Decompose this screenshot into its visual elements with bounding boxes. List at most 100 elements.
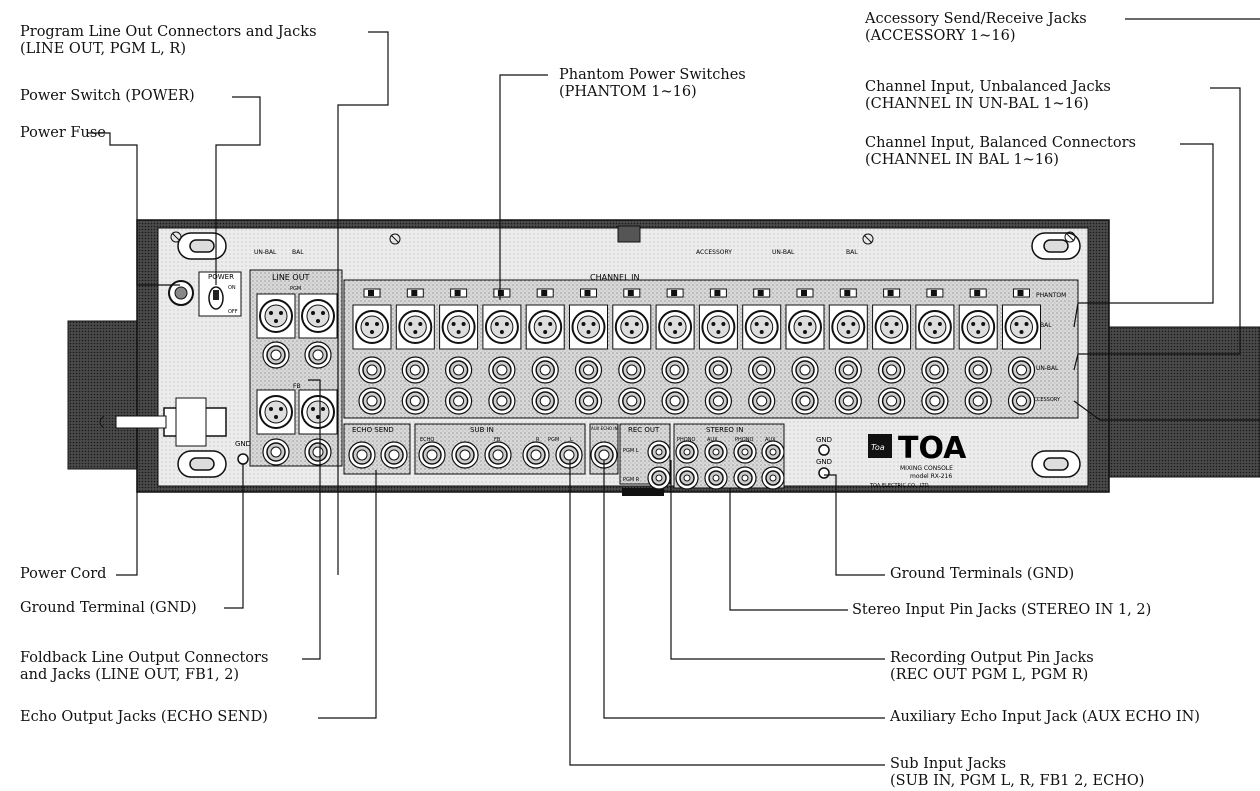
accessory-jack[interactable] [921,387,949,415]
channel-bal-connector[interactable] [569,304,608,350]
channel-unbal-jack[interactable] [877,356,906,384]
sub-in-jack[interactable] [418,441,446,469]
phantom-switch[interactable] [796,288,814,298]
accessory-jack[interactable] [704,387,733,415]
power-label: POWER [208,273,234,281]
channel-bal-connector[interactable] [612,304,652,350]
stereo-in-jack[interactable] [675,440,699,464]
channel-unbal-jack[interactable] [574,356,603,384]
channel-unbal-jack[interactable] [704,356,733,384]
channel-bal-connector[interactable] [828,304,868,350]
stereo-in-jack[interactable] [761,466,785,490]
callout-phantom-sub: (PHANTOM 1~16) [559,84,697,100]
stereo-in-jack[interactable] [733,466,757,490]
accessory-jack[interactable] [401,387,429,415]
phantom-switch[interactable] [969,288,987,298]
accessory-jack[interactable] [877,387,906,415]
echo-send-jack[interactable] [348,441,376,469]
channel-bal-connector[interactable] [742,304,782,350]
channel-bal-connector[interactable] [785,304,825,350]
stereo-in-jack[interactable] [733,440,757,464]
line-out-fb1-jack[interactable] [262,438,290,466]
channel-unbal-jack[interactable] [445,356,473,384]
accessory-jack[interactable] [834,387,862,415]
channel-bal-connector[interactable] [352,304,392,350]
aux-echo-in-jack[interactable] [590,441,618,469]
stereo-in-jack[interactable] [704,440,728,464]
product-name: MIXING CONSOLE [900,465,953,472]
accessory-jack[interactable] [574,387,603,415]
sub-in-jack[interactable] [555,441,583,469]
channel-bal-connector[interactable] [482,304,522,350]
gnd-label-left: GND [235,440,251,448]
channel-unbal-jack[interactable] [1007,356,1036,384]
channel-unbal-jack[interactable] [661,356,689,384]
accessory-jack[interactable] [618,387,646,415]
accessory-jack[interactable] [488,387,516,415]
channel-bal-connector[interactable] [655,304,695,350]
channel-unbal-jack[interactable] [921,356,949,384]
sub-in-jack[interactable] [451,441,479,469]
phantom-switch[interactable] [450,288,468,298]
channel-bal-connector[interactable] [1002,304,1041,350]
stereo-in-jack[interactable] [761,440,785,464]
callout-rec-out: Recording Output Pin Jacks (REC OUT PGM … [890,650,1094,684]
callout-aux-echo-title: Auxiliary Echo Input Jack (AUX ECHO IN) [890,709,1200,725]
channel-unbal-jack[interactable] [834,356,862,384]
power-switch[interactable] [208,286,224,310]
channel-bal-connector[interactable] [395,304,435,350]
accessory-jack[interactable] [791,387,819,415]
phantom-switch[interactable] [1013,288,1030,298]
phantom-switch[interactable] [536,288,554,298]
accessory-jack[interactable] [661,387,689,415]
channel-bal-connector[interactable] [525,304,565,350]
accessory-jack[interactable] [748,387,776,415]
phantom-switch[interactable] [623,288,641,298]
power-fuse-holder[interactable] [168,280,194,306]
accessory-jack[interactable] [358,387,386,415]
channel-unbal-jack[interactable] [791,356,819,384]
stereo-in-jack[interactable] [675,466,699,490]
sub-in-jack[interactable] [484,441,512,469]
phantom-switch[interactable] [839,288,857,298]
accessory-jack[interactable] [1007,387,1036,415]
phantom-switch[interactable] [926,288,944,298]
stereo-phono-2: PHONO [735,437,753,443]
channel-unbal-jack[interactable] [358,356,386,384]
phantom-switch[interactable] [666,288,684,298]
phantom-switch[interactable] [753,288,771,298]
channel-bal-connector[interactable] [958,304,998,350]
channel-bal-connector[interactable] [698,304,738,350]
rec-out-pgm-l-jack[interactable] [647,440,671,464]
line-out-pgm-r-connector[interactable] [298,293,338,339]
channel-unbal-jack[interactable] [401,356,429,384]
stereo-in-jack[interactable] [704,466,728,490]
channel-unbal-jack[interactable] [748,356,776,384]
accessory-jack[interactable] [964,387,992,415]
line-out-fb2-jack[interactable] [304,438,332,466]
phantom-switch[interactable] [493,288,511,298]
sub-in-jack[interactable] [522,441,550,469]
channel-unbal-jack[interactable] [531,356,559,384]
accessory-jack[interactable] [445,387,473,415]
line-out-pgm-l-connector[interactable] [256,293,296,339]
channel-bal-connector[interactable] [872,304,912,350]
channel-bal-connector[interactable] [439,304,479,350]
line-out-pgm-l-jack[interactable] [262,341,290,369]
channel-unbal-jack[interactable] [964,356,992,384]
echo-send-jack[interactable] [380,441,408,469]
phantom-switch[interactable] [883,288,901,298]
channel-unbal-jack[interactable] [618,356,646,384]
channel-bal-connector[interactable] [915,304,955,350]
line-out-pgm-r-jack[interactable] [304,341,332,369]
line-out-fb1-connector[interactable] [256,389,296,435]
unbal-legend: UN-BAL [1036,365,1059,372]
phantom-switch[interactable] [580,288,597,298]
rec-out-pgm-r-jack[interactable] [647,466,671,490]
channel-unbal-jack[interactable] [488,356,516,384]
accessory-jack[interactable] [531,387,559,415]
phantom-switch[interactable] [363,288,381,298]
line-out-fb2-connector[interactable] [298,389,338,435]
phantom-switch[interactable] [709,288,727,298]
phantom-switch[interactable] [406,288,424,298]
